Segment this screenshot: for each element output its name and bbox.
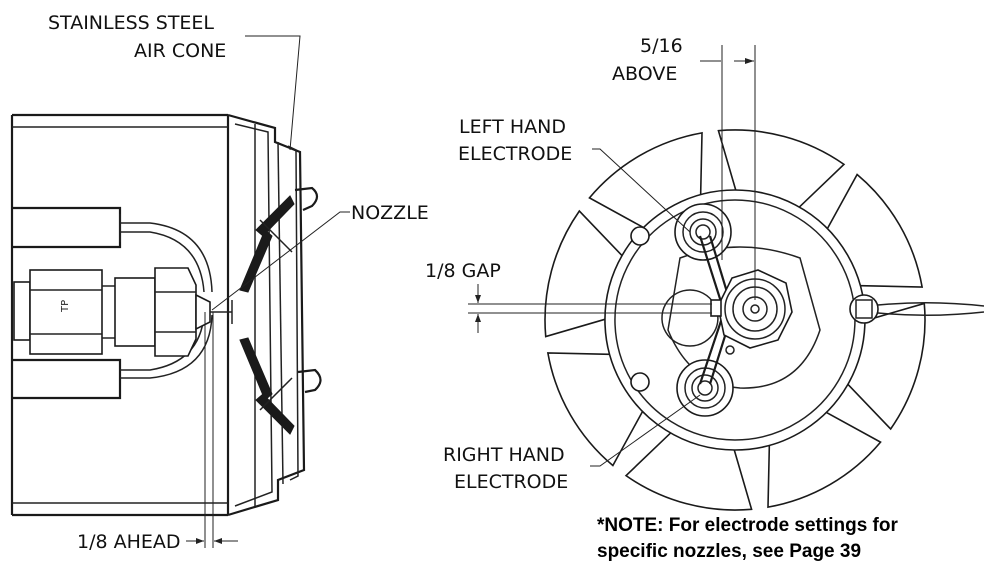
note-text-line2: specific nozzles, see Page 39 xyxy=(597,541,861,562)
ahead-dimension-label: 1/8 AHEAD xyxy=(77,531,181,553)
left-electrode-label-line2: ELECTRODE xyxy=(458,143,572,165)
note-text-line1: *NOTE: For electrode settings for xyxy=(597,515,898,536)
air-cone-label-line2: AIR CONE xyxy=(134,40,226,62)
above-dimension-label-line1: 5/16 xyxy=(640,35,683,57)
left-electrode-holder xyxy=(674,203,732,261)
gap-dimension-label: 1/8 GAP xyxy=(425,260,501,282)
above-dimension-label-line2: ABOVE xyxy=(612,63,677,85)
right-electrode-label-line1: RIGHT HAND xyxy=(443,444,565,466)
left-electrode-label-line1: LEFT HAND xyxy=(459,116,566,138)
air-cone-label-line1: STAINLESS STEEL xyxy=(48,12,214,34)
side-view-drawing: TP xyxy=(10,35,350,548)
front-view-drawing xyxy=(468,45,984,511)
right-electrode-label-line2: ELECTRODE xyxy=(454,471,568,493)
nozzle-marking-text: TP xyxy=(60,300,71,313)
nozzle-label: NOZZLE xyxy=(351,202,429,224)
